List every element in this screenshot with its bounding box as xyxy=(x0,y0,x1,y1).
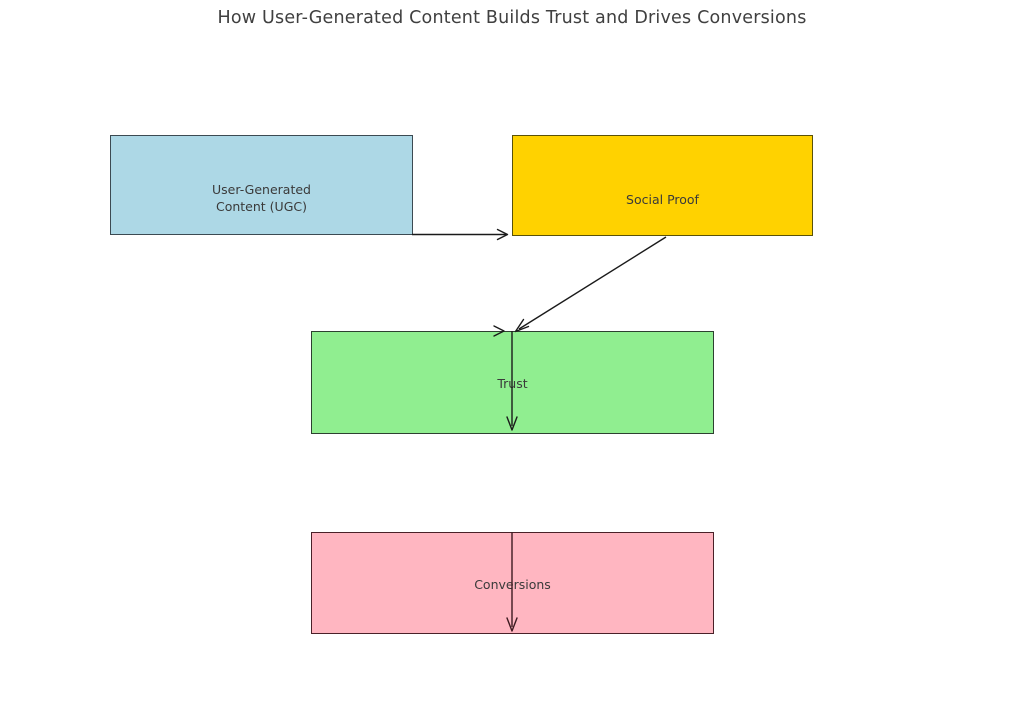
node-conversions[interactable]: Conversions xyxy=(311,532,714,634)
node-label-line1: User-Generated xyxy=(212,182,311,197)
node-label: Social Proof xyxy=(626,192,699,207)
edge-ugc-to-social-proof xyxy=(412,228,509,241)
node-label: Conversions xyxy=(474,576,551,592)
edge-social-proof-to-trust xyxy=(514,236,667,333)
node-user-generated-content[interactable]: User-Generated Content (UGC) xyxy=(110,135,413,235)
node-label: Trust xyxy=(497,376,528,391)
node-social-proof[interactable]: Social Proof xyxy=(512,135,813,236)
node-label: User-Generated Content (UGC) xyxy=(212,181,311,215)
node-trust[interactable]: Trust xyxy=(311,331,714,434)
page-title: How User-Generated Content Builds Trust … xyxy=(217,8,807,28)
node-label-line2: Content (UGC) xyxy=(215,199,307,214)
